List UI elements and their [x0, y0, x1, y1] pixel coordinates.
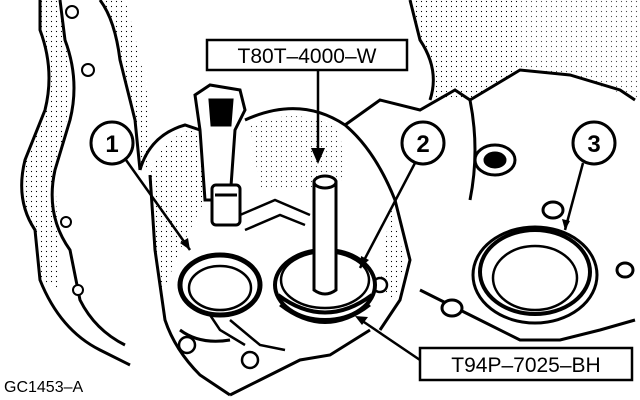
shift-lever — [193, 83, 247, 227]
callout-3: 3 — [571, 120, 617, 166]
tool-label-bottom-right-text: T94P–7025–BH — [451, 354, 600, 377]
arrow-head-1 — [180, 238, 190, 250]
flange-stipple — [21, 0, 150, 290]
seal-3 — [471, 225, 599, 325]
seal-1 — [177, 252, 263, 318]
tool-label-bottom-right: T94P–7025–BH — [418, 346, 634, 382]
tool-shaft — [312, 174, 338, 296]
arrow-head-tool-bottom — [355, 316, 368, 325]
callout-2-number: 2 — [416, 131, 429, 158]
tool-label-top: T80T–4000–W — [205, 38, 409, 72]
arrow-head-3 — [562, 219, 570, 230]
figure-id: GC1453–A — [4, 379, 83, 396]
right-housing-stipple — [410, 0, 640, 100]
flange-bolt-holes — [60, 5, 95, 296]
tool-label-top-text: T80T–4000–W — [238, 45, 377, 68]
callout-1-number: 1 — [105, 131, 118, 158]
arrow-head-tool-top — [311, 148, 325, 164]
right-housing-boss — [440, 143, 635, 318]
leader-lines — [124, 70, 585, 362]
seal-2 — [273, 248, 377, 324]
case-stipple — [150, 116, 405, 300]
arrow-heads — [180, 148, 570, 325]
callout-1: 1 — [89, 120, 135, 166]
callout-2: 2 — [400, 120, 446, 166]
callout-3-number: 3 — [587, 131, 600, 158]
arrow-head-2 — [360, 256, 369, 268]
